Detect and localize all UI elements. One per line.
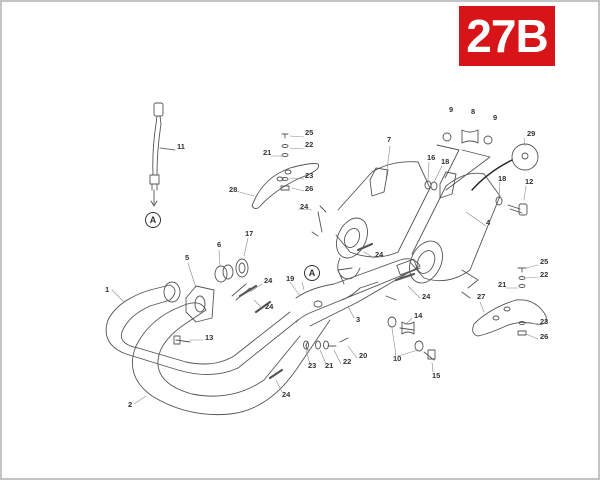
part-callout-9: 9: [449, 105, 454, 114]
part-callout-9: 9: [493, 113, 498, 122]
part-callout-16: 16: [427, 153, 436, 162]
reference-marker-a: A: [304, 265, 320, 281]
part-callout-26: 26: [540, 332, 549, 341]
part-callout-24: 24: [300, 202, 309, 211]
part-callout-27: 27: [477, 292, 486, 301]
part-callout-22: 22: [305, 140, 314, 149]
part-callout-21: 21: [263, 148, 272, 157]
part-callout-12: 12: [525, 177, 534, 186]
muffler-4: [409, 171, 501, 284]
reference-marker-a: A: [145, 212, 161, 228]
flange-parts: [173, 258, 251, 345]
part-callout-23: 23: [540, 317, 549, 326]
part-callout-22: 22: [540, 270, 549, 279]
part-callout-25: 25: [305, 128, 314, 137]
exhaust-header-2: [132, 302, 331, 416]
part-callout-24: 24: [265, 302, 274, 311]
part-callout-17: 17: [245, 229, 254, 238]
springs-24: [238, 205, 416, 380]
part-callout-19: 19: [286, 274, 295, 283]
part-callout-7: 7: [387, 135, 392, 144]
part-callout-22: 22: [343, 357, 352, 366]
exhaust-header-1: [105, 281, 299, 375]
part-callout-23: 23: [305, 171, 314, 180]
heat-shield-28: [251, 133, 320, 209]
part-callout-24: 24: [375, 250, 384, 259]
part-callout-26: 26: [305, 184, 314, 193]
collector-pipe-3: [295, 258, 436, 361]
page-code-badge: 27B: [459, 6, 555, 66]
part-callout-18: 18: [441, 157, 450, 166]
part-callout-6: 6: [217, 240, 222, 249]
part-callout-15: 15: [432, 371, 441, 380]
part-callout-11: 11: [177, 142, 185, 151]
part-callout-24: 24: [282, 390, 291, 399]
part-callout-3: 3: [356, 315, 361, 324]
part-callout-29: 29: [527, 129, 536, 138]
part-callout-21: 21: [498, 280, 507, 289]
part-callout-24: 24: [422, 292, 431, 301]
part-callout-14: 14: [414, 311, 423, 320]
part-callout-18: 18: [498, 174, 507, 183]
part-callout-21: 21: [325, 361, 334, 370]
heat-shield-27: [461, 267, 547, 337]
part-callout-23: 23: [308, 361, 317, 370]
part-callout-4: 4: [486, 218, 491, 227]
part-callout-5: 5: [185, 253, 190, 262]
part-callout-1: 1: [105, 285, 110, 294]
part-callout-28: 28: [229, 185, 238, 194]
part-callout-10: 10: [393, 354, 402, 363]
part-callout-20: 20: [359, 351, 368, 360]
part-callout-13: 13: [205, 333, 214, 342]
muffler-hardware: [424, 129, 539, 216]
part-callout-8: 8: [471, 107, 476, 116]
part-callout-2: 2: [128, 400, 133, 409]
leader-lines: [111, 135, 539, 405]
part-callout-24: 24: [264, 276, 273, 285]
lambda-sensor-part: [149, 102, 176, 207]
part-callout-25: 25: [540, 257, 549, 266]
